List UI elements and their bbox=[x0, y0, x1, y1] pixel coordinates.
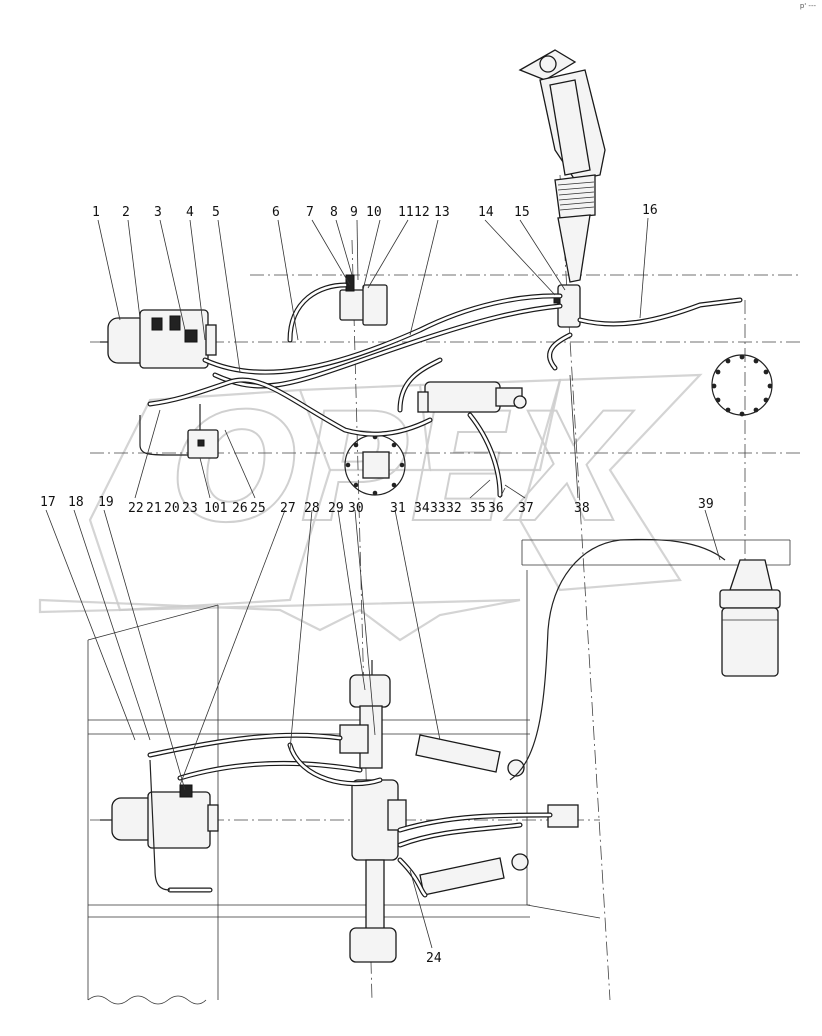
callout-28: 28 bbox=[304, 501, 320, 516]
callout-37: 37 bbox=[518, 501, 534, 516]
watermark-logo: OPEX bbox=[38, 373, 703, 642]
callout-16: 16 bbox=[642, 203, 658, 218]
callout-31: 31 bbox=[390, 501, 406, 516]
callout-32: 32 bbox=[446, 501, 462, 516]
callout-7: 7 bbox=[306, 205, 314, 220]
callout-6: 6 bbox=[272, 205, 280, 220]
upper-control-valve bbox=[339, 274, 388, 326]
callout-34: 34 bbox=[414, 501, 430, 516]
callouts-middle: 17 18 19 22 21 20 23 101 26 25 27 28 29 … bbox=[40, 495, 714, 516]
callout-101: 101 bbox=[204, 501, 227, 516]
upper-cylinder bbox=[417, 381, 527, 413]
corner-mark: p' --- bbox=[799, 2, 816, 10]
callouts-top: 1 2 3 4 5 6 7 8 9 10 11 12 13 14 15 16 bbox=[92, 203, 658, 220]
callout-24: 24 bbox=[426, 951, 442, 966]
callout-20: 20 bbox=[164, 501, 180, 516]
watermark-text: OPEX bbox=[172, 382, 634, 556]
callout-27: 27 bbox=[280, 501, 296, 516]
callout-17: 17 bbox=[40, 495, 56, 510]
callout-5: 5 bbox=[212, 205, 220, 220]
callout-35: 35 bbox=[470, 501, 486, 516]
callout-1: 1 bbox=[92, 205, 100, 220]
callout-8: 8 bbox=[330, 205, 338, 220]
callout-25: 25 bbox=[250, 501, 266, 516]
accumulator-right bbox=[719, 559, 781, 677]
leader-lines-top bbox=[97, 217, 649, 373]
leader-lines-middle bbox=[45, 374, 721, 949]
callout-18: 18 bbox=[68, 495, 84, 510]
callout-4: 4 bbox=[186, 205, 194, 220]
callout-12: 12 bbox=[414, 205, 430, 220]
priority-valve bbox=[187, 429, 219, 459]
callout-39: 39 bbox=[698, 497, 714, 512]
lower-hoses bbox=[147, 538, 726, 898]
callout-23: 23 bbox=[182, 501, 198, 516]
flange-right bbox=[711, 354, 773, 417]
callout-15: 15 bbox=[514, 205, 530, 220]
callout-22: 22 bbox=[128, 501, 144, 516]
lower-pump bbox=[100, 784, 219, 849]
callout-3: 3 bbox=[154, 205, 162, 220]
callout-33: 33 bbox=[430, 501, 446, 516]
upper-hoses bbox=[139, 282, 743, 498]
callout-29: 29 bbox=[328, 501, 344, 516]
callout-2: 2 bbox=[122, 205, 130, 220]
callout-21: 21 bbox=[146, 501, 162, 516]
lower-steering-gear bbox=[339, 660, 407, 963]
callout-19: 19 bbox=[98, 495, 114, 510]
callout-10: 10 bbox=[366, 205, 382, 220]
callout-13: 13 bbox=[434, 205, 450, 220]
flange-center bbox=[344, 434, 406, 496]
callout-38: 38 bbox=[574, 501, 590, 516]
callout-26: 26 bbox=[232, 501, 248, 516]
steering-column bbox=[518, 49, 606, 328]
upper-pump bbox=[100, 309, 217, 369]
callout-14: 14 bbox=[478, 205, 494, 220]
callout-30: 30 bbox=[348, 501, 364, 516]
callout-36: 36 bbox=[488, 501, 504, 516]
callout-11: 11 bbox=[398, 205, 414, 220]
callout-9: 9 bbox=[350, 205, 358, 220]
